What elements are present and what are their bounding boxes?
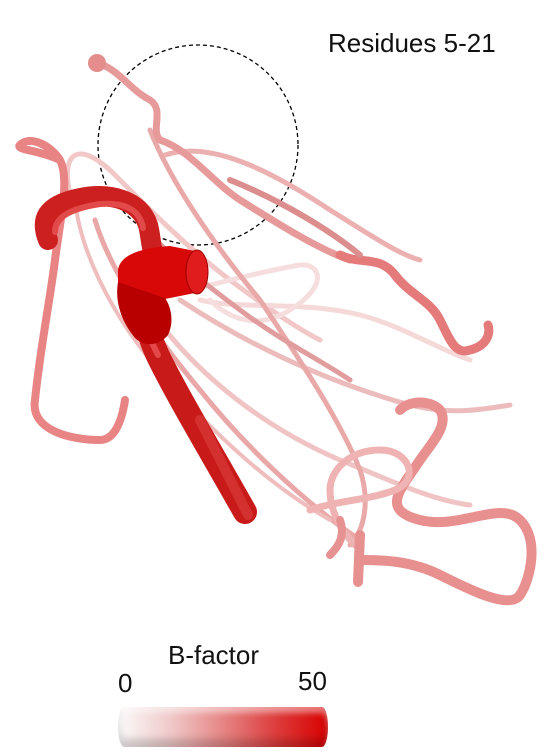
- left-hairpin: [19, 141, 125, 440]
- legend-title: B-factor: [168, 640, 259, 671]
- bottom-stub: [358, 535, 360, 582]
- bfactor-colorbar: [118, 707, 328, 747]
- n-terminal-loop: [96, 62, 350, 260]
- helix-cylinder: [117, 246, 208, 344]
- light-strands: [67, 130, 510, 545]
- legend-min-label: 0: [118, 668, 132, 699]
- legend-max-label: 50: [298, 666, 327, 697]
- n-terminus-bead: [88, 54, 106, 72]
- cylinder-cap: [186, 250, 208, 294]
- medium-loops: [19, 62, 531, 600]
- residues-label: Residues 5-21: [328, 28, 496, 59]
